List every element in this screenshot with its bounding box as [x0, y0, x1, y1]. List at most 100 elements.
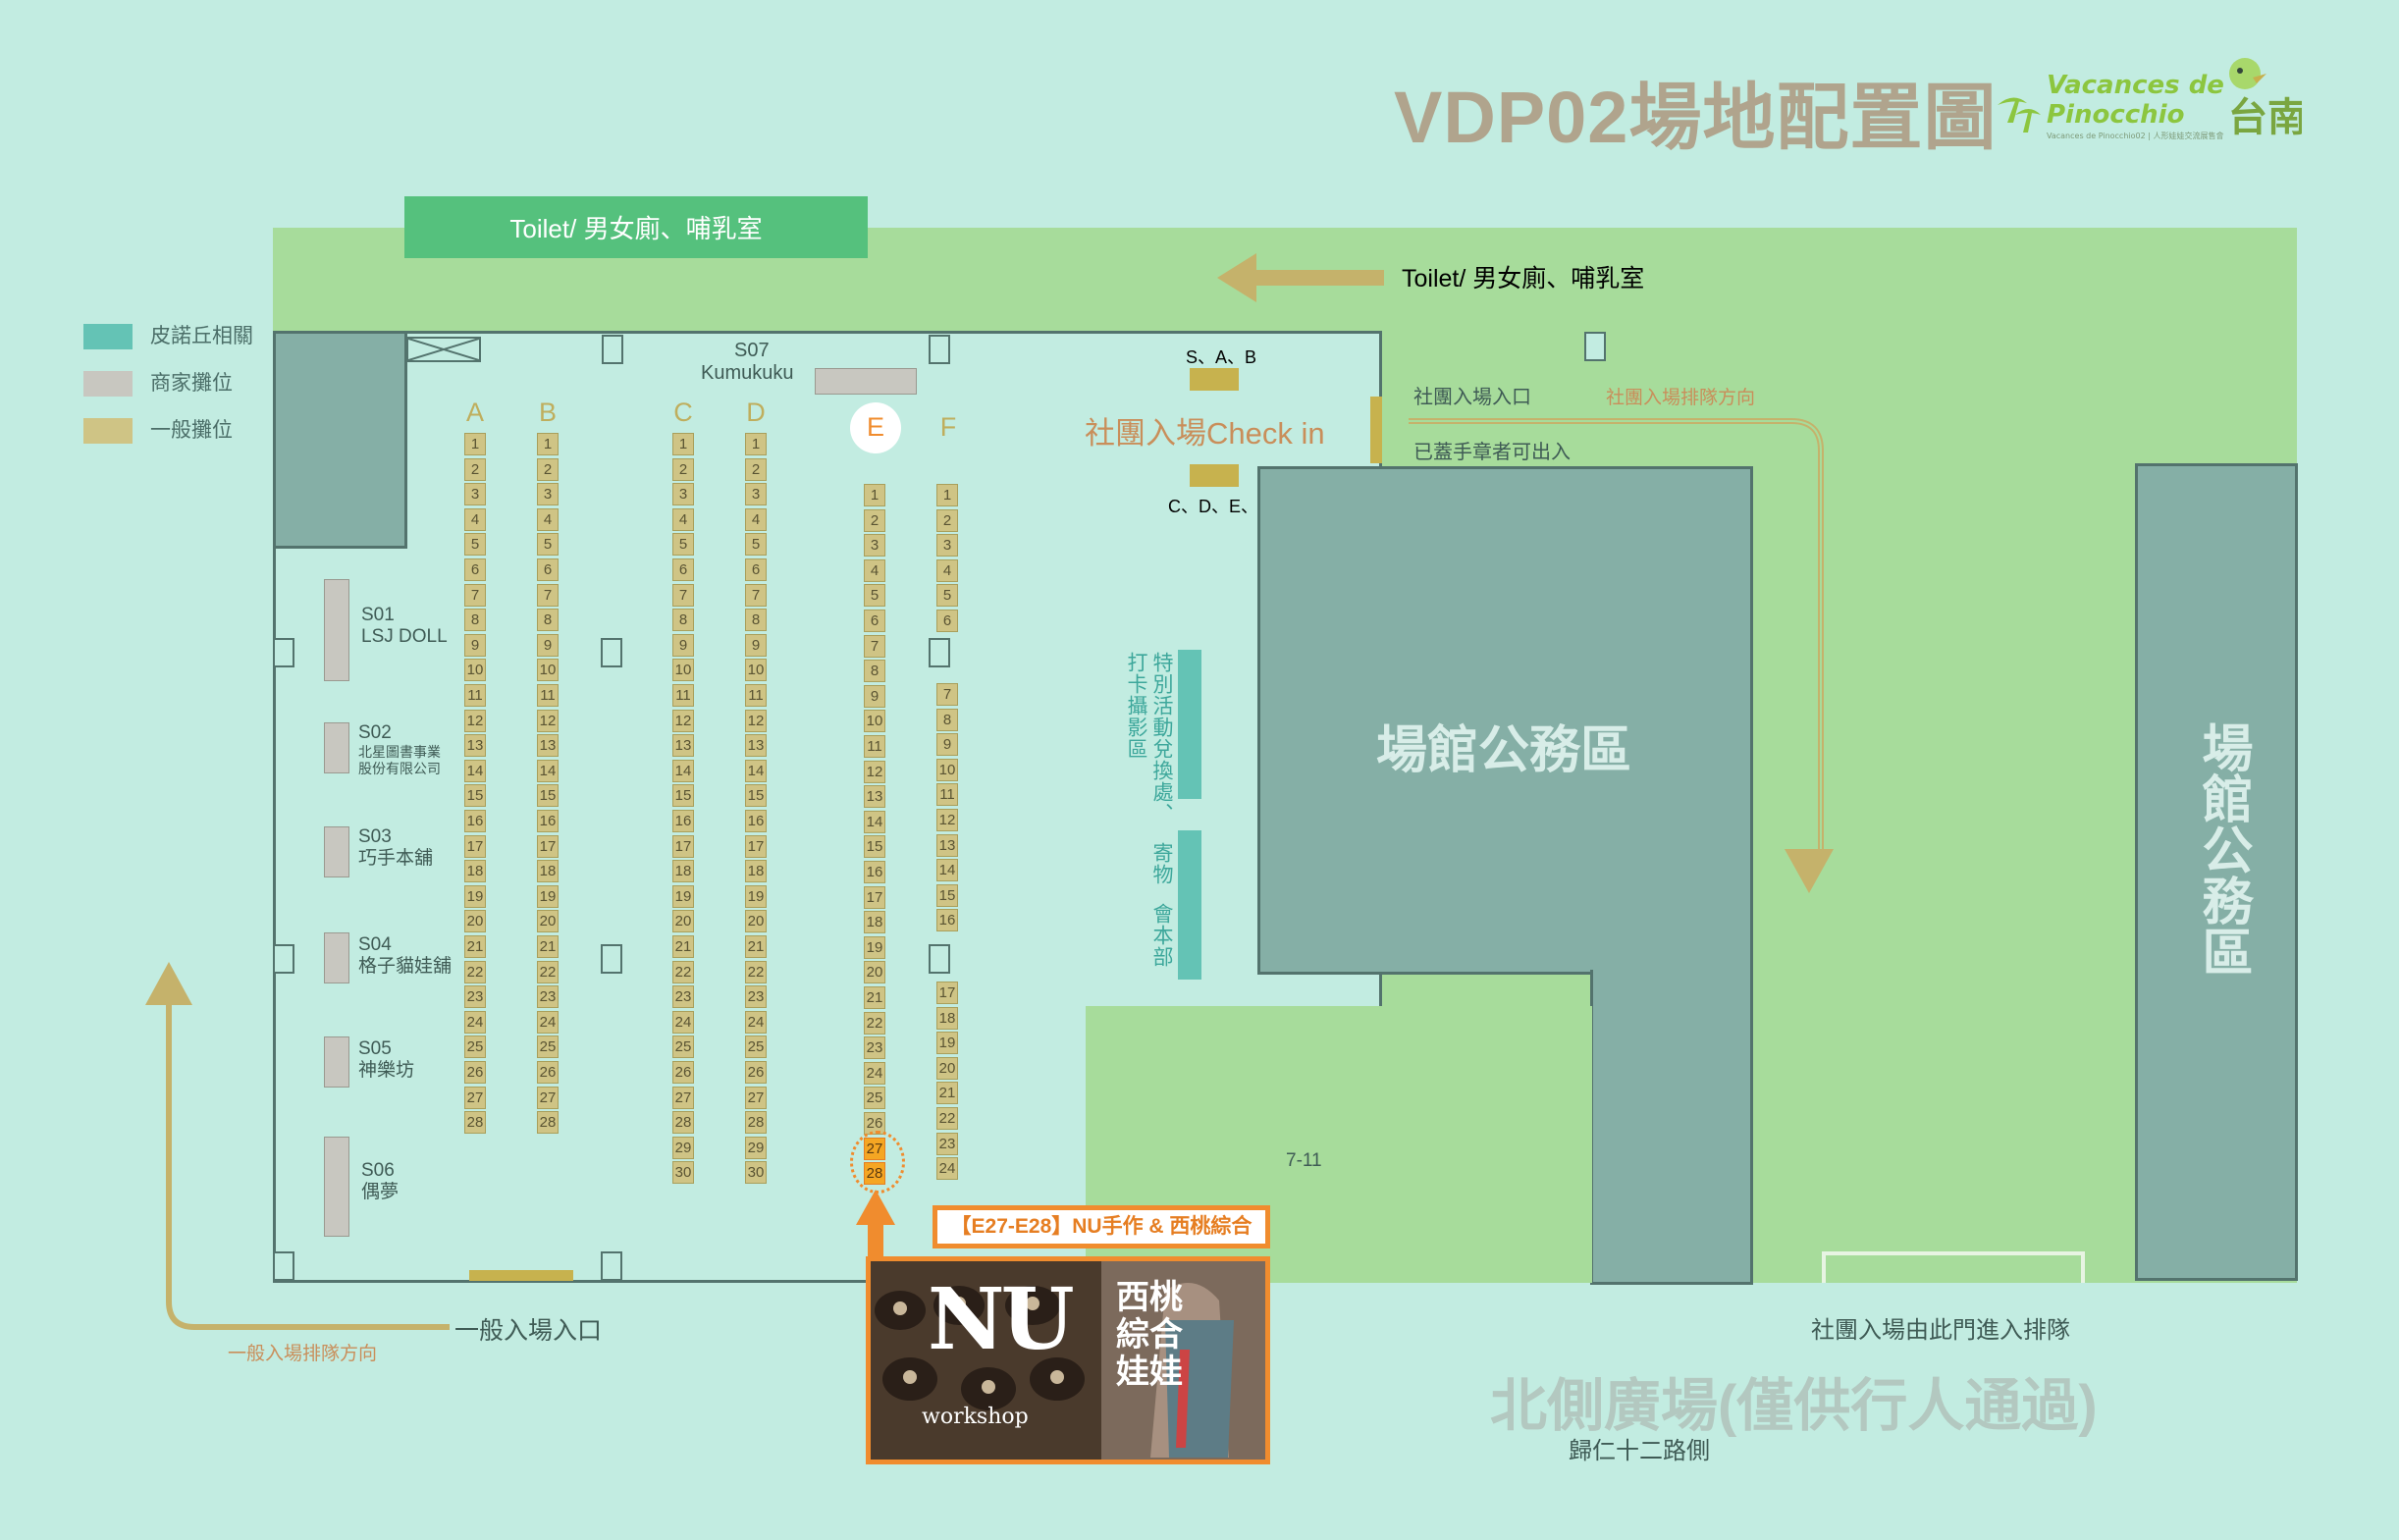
booth-f-8[interactable]: 8 [936, 708, 958, 731]
booth-f-17[interactable]: 17 [936, 982, 958, 1004]
booth-c-10[interactable]: 10 [672, 659, 694, 682]
booth-b-2[interactable]: 2 [537, 457, 559, 481]
booth-b-16[interactable]: 16 [537, 810, 559, 832]
booth-d-23[interactable]: 23 [745, 985, 767, 1009]
booth-e-2[interactable]: 2 [864, 508, 885, 532]
booth-a-21[interactable]: 21 [464, 935, 486, 958]
booth-b-20[interactable]: 20 [537, 910, 559, 933]
booth-a-20[interactable]: 20 [464, 910, 486, 933]
booth-f-10[interactable]: 10 [936, 758, 958, 781]
booth-c-18[interactable]: 18 [672, 860, 694, 883]
booth-a-28[interactable]: 28 [464, 1111, 486, 1135]
booth-f-13[interactable]: 13 [936, 833, 958, 857]
booth-e-16[interactable]: 16 [864, 861, 885, 883]
booth-d-12[interactable]: 12 [745, 709, 767, 732]
booth-d-7[interactable]: 7 [745, 583, 767, 607]
booth-d-13[interactable]: 13 [745, 734, 767, 758]
booth-d-2[interactable]: 2 [745, 457, 767, 481]
general-entrance-gate[interactable] [469, 1270, 573, 1281]
shop-booth-s02[interactable] [324, 722, 349, 773]
booth-c-8[interactable]: 8 [672, 609, 694, 632]
booth-f-15[interactable]: 15 [936, 883, 958, 907]
booth-c-6[interactable]: 6 [672, 558, 694, 581]
booth-f-24[interactable]: 24 [936, 1157, 958, 1181]
club-queue-gate[interactable] [1822, 1251, 2085, 1283]
booth-c-27[interactable]: 27 [672, 1086, 694, 1109]
booth-f-22[interactable]: 22 [936, 1107, 958, 1130]
booth-b-12[interactable]: 12 [537, 709, 559, 732]
special-event-desk[interactable] [1178, 650, 1201, 799]
booth-a-16[interactable]: 16 [464, 810, 486, 832]
booth-f-14[interactable]: 14 [936, 859, 958, 882]
booth-e-17[interactable]: 17 [864, 885, 885, 909]
booth-d-24[interactable]: 24 [745, 1010, 767, 1034]
booth-a-27[interactable]: 27 [464, 1086, 486, 1109]
booth-f-5[interactable]: 5 [936, 584, 958, 608]
booth-f-7[interactable]: 7 [936, 683, 958, 706]
booth-e-8[interactable]: 8 [864, 660, 885, 683]
booth-c-9[interactable]: 9 [672, 633, 694, 657]
booth-e-3[interactable]: 3 [864, 534, 885, 558]
booth-b-6[interactable]: 6 [537, 558, 559, 581]
booth-e-7[interactable]: 7 [864, 634, 885, 658]
booth-b-3[interactable]: 3 [537, 483, 559, 506]
booth-a-14[interactable]: 14 [464, 759, 486, 782]
booth-a-18[interactable]: 18 [464, 860, 486, 883]
booth-f-1[interactable]: 1 [936, 484, 958, 506]
booth-c-21[interactable]: 21 [672, 935, 694, 958]
booth-b-4[interactable]: 4 [537, 507, 559, 531]
booth-c-2[interactable]: 2 [672, 457, 694, 481]
booth-b-24[interactable]: 24 [537, 1010, 559, 1034]
booth-c-1[interactable]: 1 [672, 433, 694, 455]
booth-b-7[interactable]: 7 [537, 583, 559, 607]
booth-d-27[interactable]: 27 [745, 1086, 767, 1109]
booth-c-25[interactable]: 25 [672, 1036, 694, 1059]
checkin-desk-cdef[interactable] [1190, 464, 1239, 487]
booth-c-16[interactable]: 16 [672, 810, 694, 832]
booth-c-20[interactable]: 20 [672, 910, 694, 933]
booth-c-26[interactable]: 26 [672, 1061, 694, 1084]
booth-c-5[interactable]: 5 [672, 533, 694, 557]
booth-a-2[interactable]: 2 [464, 457, 486, 481]
booth-b-25[interactable]: 25 [537, 1036, 559, 1059]
booth-d-14[interactable]: 14 [745, 759, 767, 782]
booth-d-15[interactable]: 15 [745, 784, 767, 808]
booth-c-13[interactable]: 13 [672, 734, 694, 758]
booth-d-18[interactable]: 18 [745, 860, 767, 883]
booth-a-5[interactable]: 5 [464, 533, 486, 557]
booth-b-15[interactable]: 15 [537, 784, 559, 808]
booth-e-20[interactable]: 20 [864, 961, 885, 984]
booth-a-3[interactable]: 3 [464, 483, 486, 506]
booth-d-1[interactable]: 1 [745, 433, 767, 455]
booth-c-12[interactable]: 12 [672, 709, 694, 732]
booth-d-22[interactable]: 22 [745, 960, 767, 983]
booth-d-4[interactable]: 4 [745, 507, 767, 531]
booth-e-4[interactable]: 4 [864, 558, 885, 582]
booth-d-3[interactable]: 3 [745, 483, 767, 506]
booth-b-26[interactable]: 26 [537, 1061, 559, 1084]
booth-e-13[interactable]: 13 [864, 785, 885, 809]
booth-b-8[interactable]: 8 [537, 609, 559, 632]
booth-a-1[interactable]: 1 [464, 433, 486, 455]
booth-f-4[interactable]: 4 [936, 558, 958, 582]
booth-e-1[interactable]: 1 [864, 484, 885, 506]
booth-d-5[interactable]: 5 [745, 533, 767, 557]
booth-a-9[interactable]: 9 [464, 633, 486, 657]
booth-b-21[interactable]: 21 [537, 935, 559, 958]
club-gate[interactable] [1370, 397, 1382, 463]
booth-e-22[interactable]: 22 [864, 1011, 885, 1035]
booth-e-21[interactable]: 21 [864, 986, 885, 1009]
booth-a-23[interactable]: 23 [464, 985, 486, 1009]
booth-b-9[interactable]: 9 [537, 633, 559, 657]
checkin-desk-sab[interactable] [1190, 368, 1239, 391]
booth-d-8[interactable]: 8 [745, 609, 767, 632]
booth-d-25[interactable]: 25 [745, 1036, 767, 1059]
booth-e-19[interactable]: 19 [864, 935, 885, 959]
booth-a-13[interactable]: 13 [464, 734, 486, 758]
shop-booth-s01[interactable] [324, 579, 349, 681]
booth-b-5[interactable]: 5 [537, 533, 559, 557]
booth-b-27[interactable]: 27 [537, 1086, 559, 1109]
booth-e-11[interactable]: 11 [864, 735, 885, 758]
booth-d-17[interactable]: 17 [745, 834, 767, 858]
booth-b-14[interactable]: 14 [537, 759, 559, 782]
